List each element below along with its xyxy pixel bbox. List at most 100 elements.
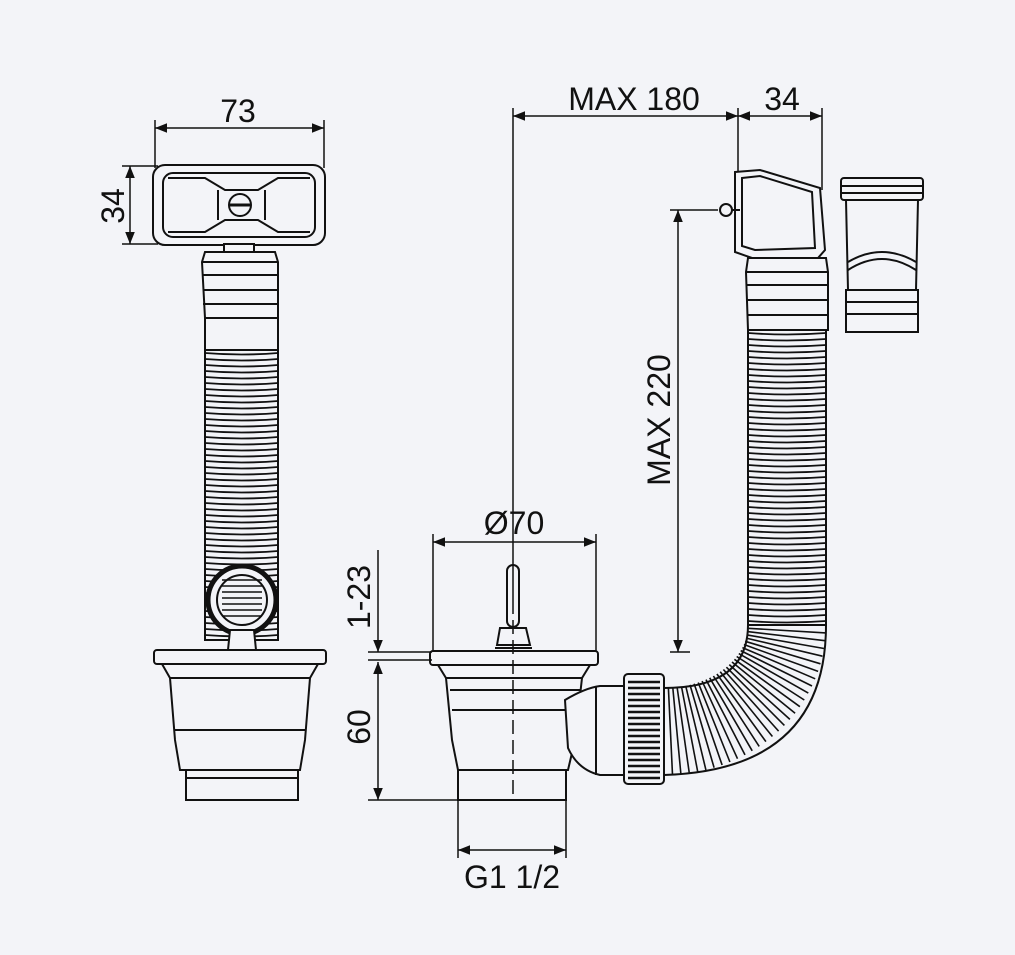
label-max-vertical: MAX 220 <box>641 354 677 486</box>
side-hose-rib <box>747 398 827 402</box>
side-strainer-body <box>444 677 584 771</box>
side-hose-rib <box>747 494 827 498</box>
overflow-bolt-icon <box>719 203 733 217</box>
side-hose-rib <box>747 338 827 342</box>
side-hose-rib <box>747 554 827 558</box>
front-hose-rib <box>204 436 279 440</box>
side-threaded-outlet <box>457 769 567 801</box>
front-hose-rib <box>204 388 279 392</box>
side-hose-rib <box>747 542 827 546</box>
side-hose-rib <box>747 452 827 456</box>
label-strainer-diameter: Ø70 <box>484 505 544 541</box>
front-hose-rib <box>204 532 279 536</box>
union-nut-ribs <box>628 680 660 780</box>
side-hose-rib <box>747 518 827 522</box>
hose-bend-rib <box>744 640 821 665</box>
side-hose-rib <box>747 470 827 474</box>
hose-bend-rib <box>680 686 699 772</box>
side-hose-rib <box>747 482 827 486</box>
overflow-neck <box>223 243 255 253</box>
plug-knob <box>226 629 258 651</box>
side-hose-rib <box>747 596 827 600</box>
front-hose-rib <box>204 394 279 398</box>
hose-loop-ring-inner <box>216 574 268 626</box>
side-hose-rib <box>747 572 827 576</box>
hose-bend-rib <box>746 637 823 657</box>
hose-bend-rib <box>746 634 825 650</box>
side-sink-flange <box>429 650 599 666</box>
side-hose-rib <box>747 410 827 414</box>
front-hose-rib <box>204 472 279 476</box>
side-hose-rib <box>747 512 827 516</box>
label-overflow-width: 73 <box>220 93 256 129</box>
front-hose-rib <box>204 406 279 410</box>
side-hose-rib <box>747 590 827 594</box>
hose-bend-rib <box>742 646 816 680</box>
side-hose-rib <box>747 560 827 564</box>
hose-cuff <box>204 317 279 351</box>
front-hose-rib <box>204 358 279 362</box>
side-hose-rib <box>747 374 827 378</box>
hose-bend-rib <box>743 643 819 673</box>
side-hose-rib <box>747 332 827 336</box>
side-hose-rib <box>747 386 827 390</box>
label-overflow-depth: 34 <box>764 81 800 117</box>
front-hose-rib <box>204 442 279 446</box>
hose-bend-rib <box>747 630 826 642</box>
side-hose-rib <box>747 428 827 432</box>
side-hose-rib <box>747 458 827 462</box>
front-hose-rib <box>204 556 279 560</box>
side-hose-rib <box>747 500 827 504</box>
side-connector-sleeve <box>744 257 829 331</box>
front-hose-rib <box>204 424 279 428</box>
front-view-assembly <box>152 164 327 801</box>
front-hose-rib <box>204 370 279 374</box>
front-hose-rib <box>204 376 279 380</box>
hose-bend-rib <box>733 658 801 708</box>
hose-bend-rib <box>705 679 746 756</box>
flange-collar <box>160 663 320 679</box>
adapter-top-ring <box>840 177 924 201</box>
front-hose-rib <box>204 352 279 356</box>
front-hose-rib <box>204 538 279 542</box>
hose-bend-rib <box>701 680 739 760</box>
side-hose-rib <box>747 578 827 582</box>
hose-bend-rib <box>672 687 682 775</box>
side-hose-rib <box>747 380 827 384</box>
side-hose-rib <box>747 530 827 534</box>
side-hose-rib <box>747 446 827 450</box>
side-hose-rib <box>747 548 827 552</box>
overflow-adapter-detail <box>840 177 924 333</box>
hose-bend-rib <box>740 649 813 687</box>
hose-bend-rib <box>738 652 809 694</box>
front-hose-rib <box>204 514 279 518</box>
side-hose-rib <box>747 404 827 408</box>
front-hose-rib <box>204 448 279 452</box>
side-hose-rib <box>747 464 827 468</box>
label-body-height: 60 <box>341 709 377 745</box>
side-hose-rib <box>747 584 827 588</box>
hose-bend-rib <box>722 668 780 732</box>
hose-bend-rib <box>716 673 767 743</box>
hose-bend-rib <box>736 655 805 701</box>
front-hose-rib <box>204 490 279 494</box>
hose-bend-rib <box>684 685 707 771</box>
side-hose-rib <box>747 344 827 348</box>
side-hose-rib <box>747 368 827 372</box>
hose-bend-rib <box>676 687 691 774</box>
front-hose-rib <box>204 508 279 512</box>
label-sink-thickness: 1-23 <box>341 565 377 629</box>
front-hose-rib <box>204 544 279 548</box>
side-hose-rib <box>747 476 827 480</box>
hose-bend-rib <box>747 627 826 634</box>
hose-bend-rib <box>689 684 715 768</box>
overflow-side-inner <box>741 174 817 252</box>
adapter-curve-2 <box>847 251 917 263</box>
threaded-outlet <box>185 769 299 801</box>
side-corrugated-hose-bend <box>663 624 828 777</box>
plug-cap <box>495 627 532 646</box>
hose-bend-rib <box>697 682 731 763</box>
side-hose-rib <box>747 356 827 360</box>
hose-bend-rib <box>725 666 785 726</box>
